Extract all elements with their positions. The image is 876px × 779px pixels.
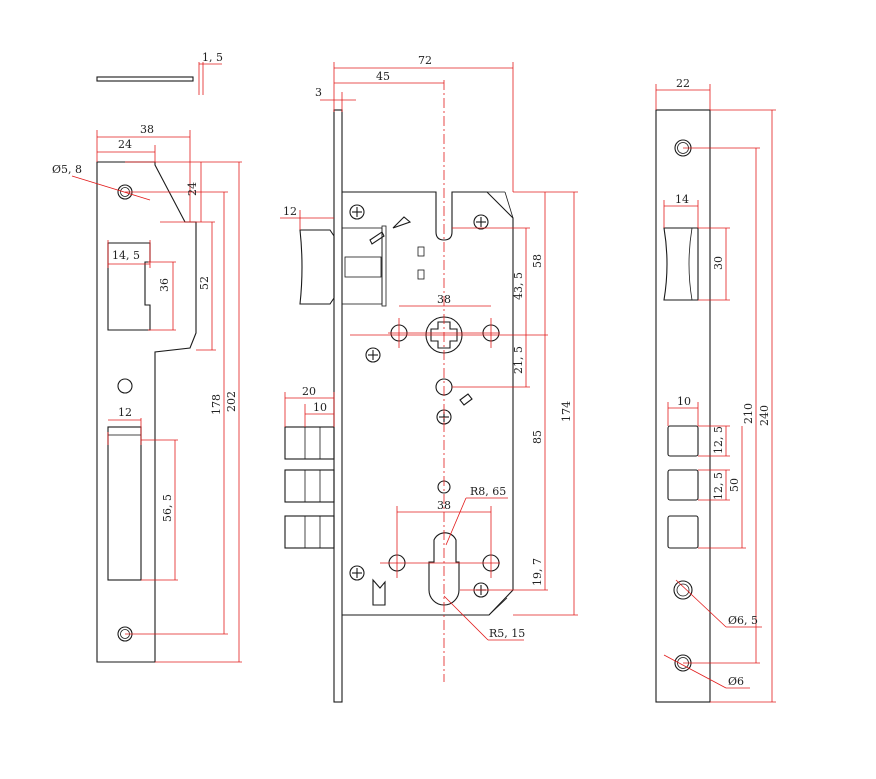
case-screw-5	[349, 565, 365, 581]
dim-spindle-holes: 38	[437, 293, 451, 306]
dim-240: 240	[758, 405, 771, 426]
dim-holes-dist: 178	[210, 394, 223, 415]
strike-plate-side	[96, 76, 194, 82]
dim-backset: 45	[376, 70, 390, 83]
screw-hole-mid	[117, 378, 133, 394]
dim-plate-partial: 24	[118, 138, 132, 151]
dim-hole-dia: Ø5, 8	[52, 163, 82, 176]
dim-43: 43, 5	[512, 272, 525, 300]
strike-plate-outline	[96, 161, 197, 663]
dim-faceplate-width: 22	[676, 77, 690, 90]
faceplate-bolt-windows	[667, 425, 699, 549]
lock-case-outline	[342, 191, 514, 616]
dim-hole-small: Ø6	[728, 675, 744, 688]
strike-plate-view: 1, 5 38 24 Ø5, 8 24 36	[52, 51, 242, 663]
dim-offset-top: 24	[186, 182, 199, 196]
lock-body-view: 72 45 3 12 38 38 R8, 65 R5, 15 43, 5 58 …	[280, 54, 578, 703]
dim-latch-slot-h: 36	[158, 278, 171, 292]
dim-cyl-radius-bot: R5, 15	[489, 627, 525, 640]
dim-overall: 72	[418, 54, 432, 67]
dim-58: 58	[531, 254, 544, 268]
deadbolts	[284, 426, 335, 549]
dim-21: 21, 5	[512, 346, 525, 374]
dim-faceplate-t: 3	[315, 86, 322, 99]
dim-plate-width: 38	[140, 123, 154, 136]
dim-bolt-slot-w: 12	[118, 406, 132, 419]
bolt-slot	[107, 426, 142, 581]
latch-bolt	[299, 229, 335, 305]
faceplate-outline	[655, 109, 711, 703]
dim-bolt-width: 10	[313, 401, 327, 414]
case-screw-3	[365, 347, 381, 363]
dim-plate-length: 202	[225, 391, 238, 412]
dim-bolt-pitch-2: 12, 5	[712, 472, 725, 500]
dim-cyl-holes: 38	[437, 499, 451, 512]
cylinder-cutout	[428, 532, 460, 606]
dim-19: 19, 7	[531, 558, 544, 586]
dim-latch-w: 14	[675, 193, 689, 206]
dim-cyl-radius-top: R8, 65	[470, 485, 506, 498]
dim-thickness: 1, 5	[202, 51, 223, 64]
faceplate-front-view: 22 14 30 10 12, 5 12, 5 50 210 240	[655, 77, 776, 703]
dim-bolt-slot-h: 56, 5	[161, 494, 174, 522]
dim-85: 85	[531, 430, 544, 444]
lock-faceplate	[333, 109, 343, 703]
dim-latch-slot-w: 14, 5	[112, 249, 140, 262]
dim-bolt-pitch-1: 12, 5	[712, 426, 725, 454]
faceplate-latch-window	[663, 227, 699, 301]
dim-latch-h: 30	[712, 256, 725, 270]
case-screw-2	[473, 214, 489, 230]
dim-bolt-span: 50	[728, 478, 741, 492]
dim-hole-big: Ø6, 5	[728, 614, 758, 627]
dim-latch-projection: 12	[283, 205, 297, 218]
faceplate-hole-big	[673, 580, 693, 600]
dim-bolt-projection: 20	[302, 385, 316, 398]
dim-174: 174	[560, 401, 573, 422]
dim-210: 210	[742, 403, 755, 424]
dim-bolt-w: 10	[677, 395, 691, 408]
dim-tongue-h: 52	[198, 276, 211, 290]
case-screw-1	[349, 204, 365, 220]
